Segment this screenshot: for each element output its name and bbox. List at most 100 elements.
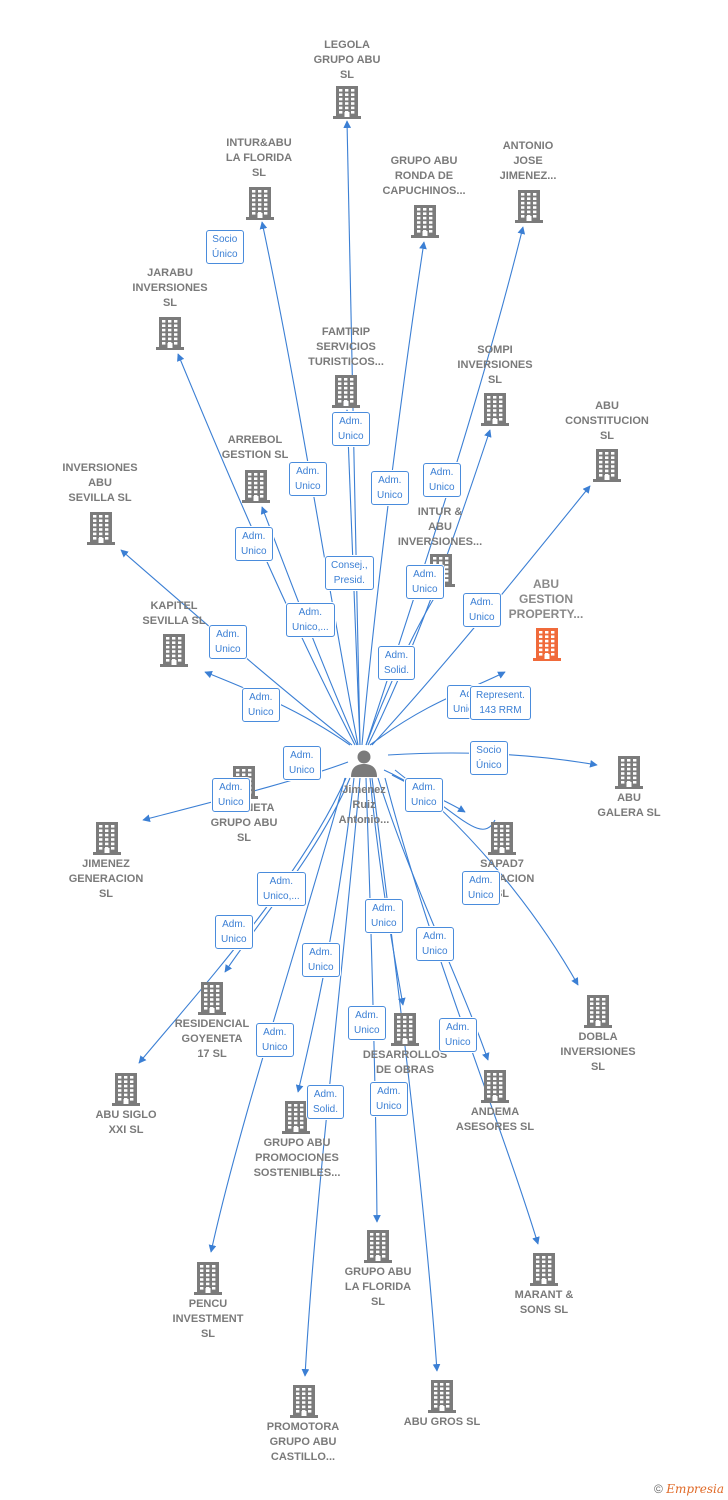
person-node[interactable]: Jimenez Ruiz Antonio... — [314, 748, 414, 828]
building-icon — [481, 393, 509, 426]
building-icon-wrap[interactable] — [615, 755, 643, 794]
building-icon-wrap[interactable] — [93, 821, 121, 860]
role-badge[interactable]: Adm. Unico — [423, 463, 461, 497]
role-badge[interactable]: Adm. Unico — [289, 462, 327, 496]
company-label: JARABU INVERSIONES SL — [132, 267, 208, 309]
focus-company-node[interactable]: ABU GESTION PROPERTY... — [486, 577, 606, 622]
building-icon — [87, 512, 115, 545]
building-icon-wrap[interactable] — [246, 186, 274, 225]
company-node[interactable]: MARANT & SONS SL — [484, 1288, 604, 1318]
role-badge[interactable]: Adm. Unico — [348, 1006, 386, 1040]
company-node[interactable]: ANDEMA ASESORES SL — [435, 1105, 555, 1135]
company-node[interactable]: ABU CONSTITUCION SL — [547, 399, 667, 444]
company-label: PENCU INVESTMENT SL — [172, 1298, 244, 1340]
building-icon — [333, 86, 361, 119]
building-icon-wrap[interactable] — [411, 204, 439, 243]
company-node[interactable]: SOMPI INVERSIONES SL — [435, 343, 555, 388]
company-node[interactable]: INVERSIONES ABU SEVILLA SL — [40, 461, 160, 506]
company-node[interactable]: ANTONIO JOSE JIMENEZ... — [468, 139, 588, 184]
role-badge[interactable]: Adm. Unico — [212, 778, 250, 812]
role-badge[interactable]: Adm. Unico — [416, 927, 454, 961]
role-badge[interactable]: Represent. 143 RRM — [470, 686, 531, 720]
role-badge[interactable]: Adm. Unico — [365, 899, 403, 933]
role-badge[interactable]: Adm. Solid. — [307, 1085, 345, 1119]
role-badge[interactable]: Adm. Unico — [370, 1082, 408, 1116]
company-label: INVERSIONES ABU SEVILLA SL — [62, 462, 138, 504]
company-node[interactable]: INTUR&ABU LA FLORIDA SL — [199, 136, 319, 181]
company-label: SOMPI INVERSIONES SL — [457, 344, 533, 386]
building-icon-wrap[interactable] — [391, 1012, 419, 1051]
role-badge[interactable]: Adm. Unico — [371, 471, 409, 505]
role-badge[interactable]: Adm. Unico — [463, 593, 501, 627]
building-icon-wrap[interactable] — [530, 1252, 558, 1291]
company-node[interactable]: JARABU INVERSIONES SL — [110, 266, 230, 311]
building-icon-wrap[interactable] — [198, 981, 226, 1020]
building-icon-wrap[interactable] — [584, 994, 612, 1033]
building-icon-wrap[interactable] — [481, 392, 509, 431]
company-node[interactable]: GRUPO ABU RONDA DE CAPUCHINOS... — [364, 154, 484, 199]
building-icon-wrap[interactable] — [290, 1384, 318, 1423]
company-label: INTUR&ABU LA FLORIDA SL — [225, 137, 293, 179]
company-node[interactable]: GRUPO ABU PROMOCIONES SOSTENIBLES... — [237, 1136, 357, 1181]
relationship-edge — [365, 777, 381, 1223]
building-icon-wrap[interactable] — [364, 1229, 392, 1268]
company-node[interactable]: KAPITEL SEVILLA SL — [114, 599, 234, 629]
building-icon-wrap[interactable] — [593, 448, 621, 487]
company-label: LEGOLA GRUPO ABU SL — [313, 39, 381, 81]
building-icon-wrap[interactable] — [481, 1069, 509, 1108]
company-node[interactable]: ARREBOL GESTION SL — [195, 433, 315, 463]
building-icon-wrap[interactable] — [156, 316, 184, 355]
company-node[interactable]: ABU GALERA SL — [569, 791, 689, 821]
building-icon-wrap[interactable] — [332, 374, 360, 413]
company-node[interactable]: JIMENEZ GENERACION SL — [46, 857, 166, 902]
role-badge[interactable]: Adm. Unico,... — [286, 603, 335, 637]
role-badge[interactable]: Socio Único — [206, 230, 244, 264]
company-node[interactable]: PENCU INVESTMENT SL — [148, 1297, 268, 1342]
building-icon-wrap[interactable] — [194, 1261, 222, 1300]
role-badge[interactable]: Adm. Unico — [235, 527, 273, 561]
building-icon-wrap[interactable] — [428, 1379, 456, 1418]
company-node[interactable]: RESIDENCIAL GOYENETA 17 SL — [152, 1017, 272, 1062]
role-badge[interactable]: Socio Único — [470, 741, 508, 775]
company-node[interactable]: PROMOTORA GRUPO ABU CASTILLO... — [243, 1420, 363, 1465]
company-node[interactable]: DESARROLLOS DE OBRAS — [345, 1048, 465, 1078]
company-label: ABU GALERA SL — [597, 792, 661, 819]
brand-logo: Empresia — [666, 1482, 724, 1496]
company-label: RESIDENCIAL GOYENETA 17 SL — [174, 1018, 250, 1060]
company-node[interactable]: INTUR & ABU INVERSIONES... — [380, 505, 500, 550]
company-node[interactable]: ABU SIGLO XXI SL — [66, 1108, 186, 1138]
relationship-edge — [369, 671, 506, 746]
building-icon-wrap[interactable] — [515, 189, 543, 228]
building-icon-wrap[interactable] — [160, 633, 188, 672]
role-badge[interactable]: Adm. Unico — [302, 943, 340, 977]
building-icon — [112, 1073, 140, 1106]
company-node[interactable]: SAPAD7 GESTACION SL — [442, 857, 562, 902]
building-icon-wrap[interactable] — [242, 469, 270, 508]
company-node[interactable]: LEGOLA GRUPO ABU SL — [287, 38, 407, 83]
role-badge[interactable]: Consej., Presid. — [325, 556, 374, 590]
company-node[interactable]: DOBLA INVERSIONES SL — [538, 1030, 658, 1075]
role-badge[interactable]: Adm. Unico,... — [257, 872, 306, 906]
building-icon — [584, 995, 612, 1028]
company-node[interactable]: GRUPO ABU LA FLORIDA SL — [318, 1265, 438, 1310]
role-badge[interactable]: Adm. Unico — [462, 871, 500, 905]
building-icon-wrap[interactable] — [282, 1100, 310, 1139]
building-icon-wrap[interactable] — [87, 511, 115, 550]
building-icon-wrap[interactable] — [488, 821, 516, 860]
building-icon-wrap[interactable] — [112, 1072, 140, 1111]
focus-building-icon-wrap[interactable] — [533, 627, 561, 666]
role-badge[interactable]: Adm. Unico — [406, 565, 444, 599]
company-node[interactable]: FAMTRIP SERVICIOS TURISTICOS... — [286, 325, 406, 370]
role-badge[interactable]: Adm. Unico — [405, 778, 443, 812]
role-badge[interactable]: Adm. Unico — [256, 1023, 294, 1057]
role-badge[interactable]: Adm. Unico — [209, 625, 247, 659]
role-badge[interactable]: Adm. Unico — [439, 1018, 477, 1052]
building-icon-wrap[interactable] — [333, 85, 361, 124]
role-badge[interactable]: Adm. Solid. — [378, 646, 416, 680]
role-badge[interactable]: Adm. Unico — [332, 412, 370, 446]
role-badge[interactable]: Adm. Unico — [215, 915, 253, 949]
role-badge[interactable]: Adm. Unico — [283, 746, 321, 780]
company-node[interactable]: ABU GROS SL — [382, 1415, 502, 1430]
person-label: Jimenez Ruiz Antonio... — [338, 784, 390, 826]
role-badge[interactable]: Adm. Unico — [242, 688, 280, 722]
